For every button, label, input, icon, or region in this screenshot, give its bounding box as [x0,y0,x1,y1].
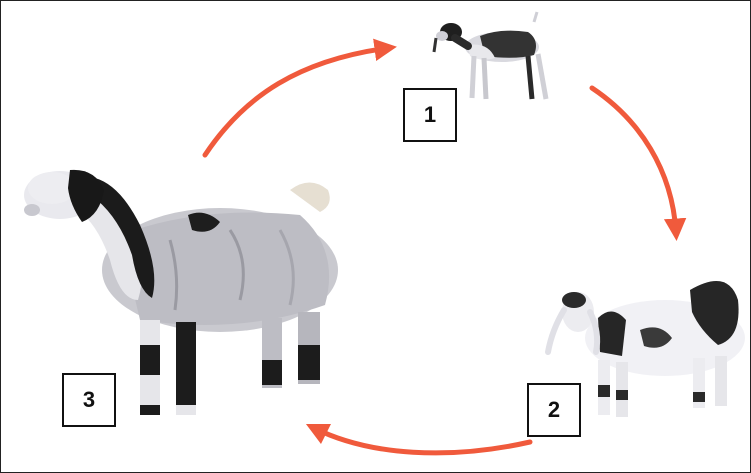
stage-3-label: 3 [62,373,116,427]
arrow-2-to-3 [305,423,533,456]
young-goat-image [545,281,745,417]
stage-2-label: 2 [527,383,581,437]
arrow-3-to-1 [202,38,397,158]
stage-1-label: 1 [403,88,457,142]
arrow-1-to-2 [589,85,687,241]
kid-goat-image [432,11,549,100]
adult-goat-image [24,169,338,415]
